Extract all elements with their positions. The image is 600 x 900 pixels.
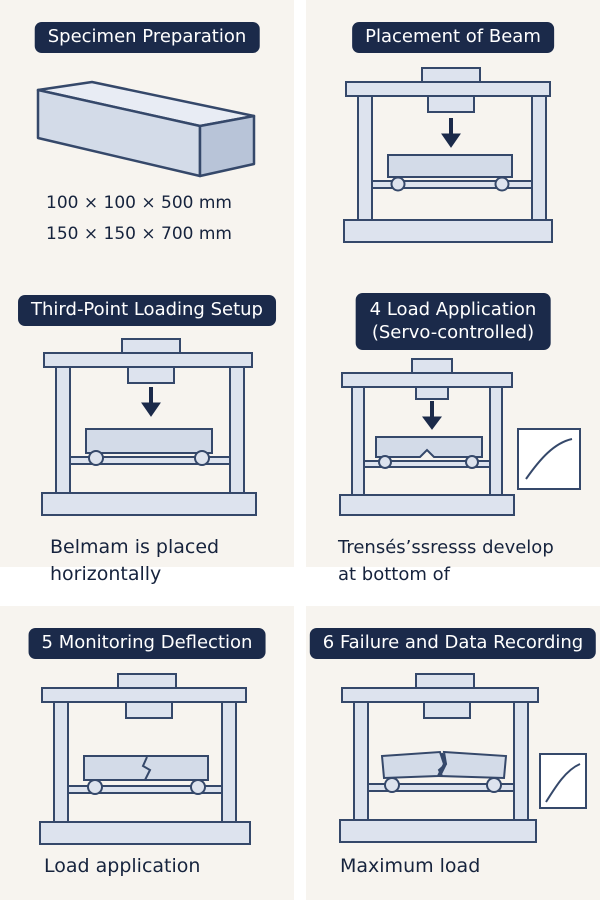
- panel-monitoring-deflection: 5 Monitoring Deflection Load application: [0, 606, 294, 900]
- crack-icon: [437, 752, 448, 777]
- load-frame-icon: [39, 673, 251, 845]
- panel-title: 6 Failure and Data Recording: [309, 628, 597, 659]
- load-frame-icon: [41, 338, 257, 516]
- panel-title-line-2: (Servo-controlled): [371, 322, 535, 343]
- panel-4-caption-line-2: at bottom of: [338, 564, 450, 585]
- caption-line-1: Load application: [44, 855, 201, 877]
- panel-title: Third-Point Loading Setup: [18, 295, 276, 326]
- down-arrow-icon: [141, 387, 161, 417]
- load-curve-icon: [539, 753, 587, 809]
- load-curve-icon: [517, 428, 581, 490]
- down-arrow-icon: [441, 118, 461, 148]
- caption-line-1: Belmam is placed: [50, 536, 220, 558]
- panel-3-caption-line-2: horizontally: [50, 563, 162, 585]
- dimension-line-2: 150 × 150 × 700 mm: [46, 224, 232, 244]
- panel-title: Placement of Beam: [352, 22, 554, 53]
- panel-title-line-1: 4 Load Application: [369, 299, 537, 320]
- load-frame-icon: [343, 67, 553, 243]
- crack-icon: [141, 756, 152, 781]
- down-arrow-icon: [422, 401, 442, 430]
- load-frame-icon: [339, 673, 587, 843]
- panel-failure-data-recording: 6 Failure and Data Recording Maxi: [306, 606, 600, 900]
- panel-load-application: 4 Load Application (Servo-controlled): [306, 273, 600, 567]
- panel-title: Specimen Preparation: [34, 22, 260, 53]
- box-beam-icon: [36, 80, 256, 178]
- panel-specimen-preparation: Specimen Preparation 100 × 100 × 500 mm …: [0, 0, 294, 294]
- panel-placement-of-beam: Placement of Beam: [306, 0, 600, 294]
- load-frame-icon: [339, 358, 581, 516]
- panel-title: 5 Monitoring Deflection: [28, 628, 266, 659]
- panel-third-point-loading: Third-Point Loading Setup Belmam is plac…: [0, 273, 294, 567]
- dimension-line-1: 100 × 100 × 500 mm: [46, 193, 232, 213]
- caption-line-1: Trensés’ssresss develop: [338, 537, 554, 558]
- panel-title: 4 Load Application (Servo-controlled): [355, 293, 551, 350]
- caption-line-1: Maximum load: [340, 855, 481, 877]
